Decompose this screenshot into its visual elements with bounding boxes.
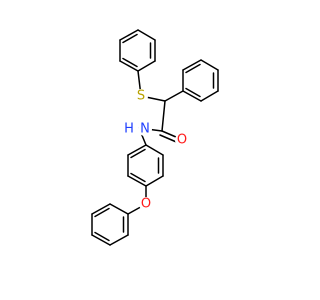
phenyl-ring-thio xyxy=(119,29,156,72)
ether-oxygen-label: O xyxy=(141,197,151,212)
phenyl-ring-benzyl xyxy=(182,59,219,102)
amide-hydrogen-label: H xyxy=(124,122,134,137)
ether-oxygen-atom: O xyxy=(139,197,153,212)
atom-labels: S N H O O xyxy=(123,89,189,212)
carbonyl-oxygen-label: O xyxy=(177,133,187,148)
nitrogen-label: N xyxy=(140,122,150,137)
sulfur-atom: S xyxy=(134,89,148,104)
carbonyl-oxygen-atom: O xyxy=(175,133,189,148)
sulfur-label: S xyxy=(137,89,145,104)
phenylene-ring xyxy=(127,144,164,187)
bonds xyxy=(91,29,219,246)
phenyl-ring-phenoxy xyxy=(91,203,129,246)
nitrogen-atom: N H xyxy=(123,122,152,137)
chemical-structure: S N H O O xyxy=(91,29,219,246)
